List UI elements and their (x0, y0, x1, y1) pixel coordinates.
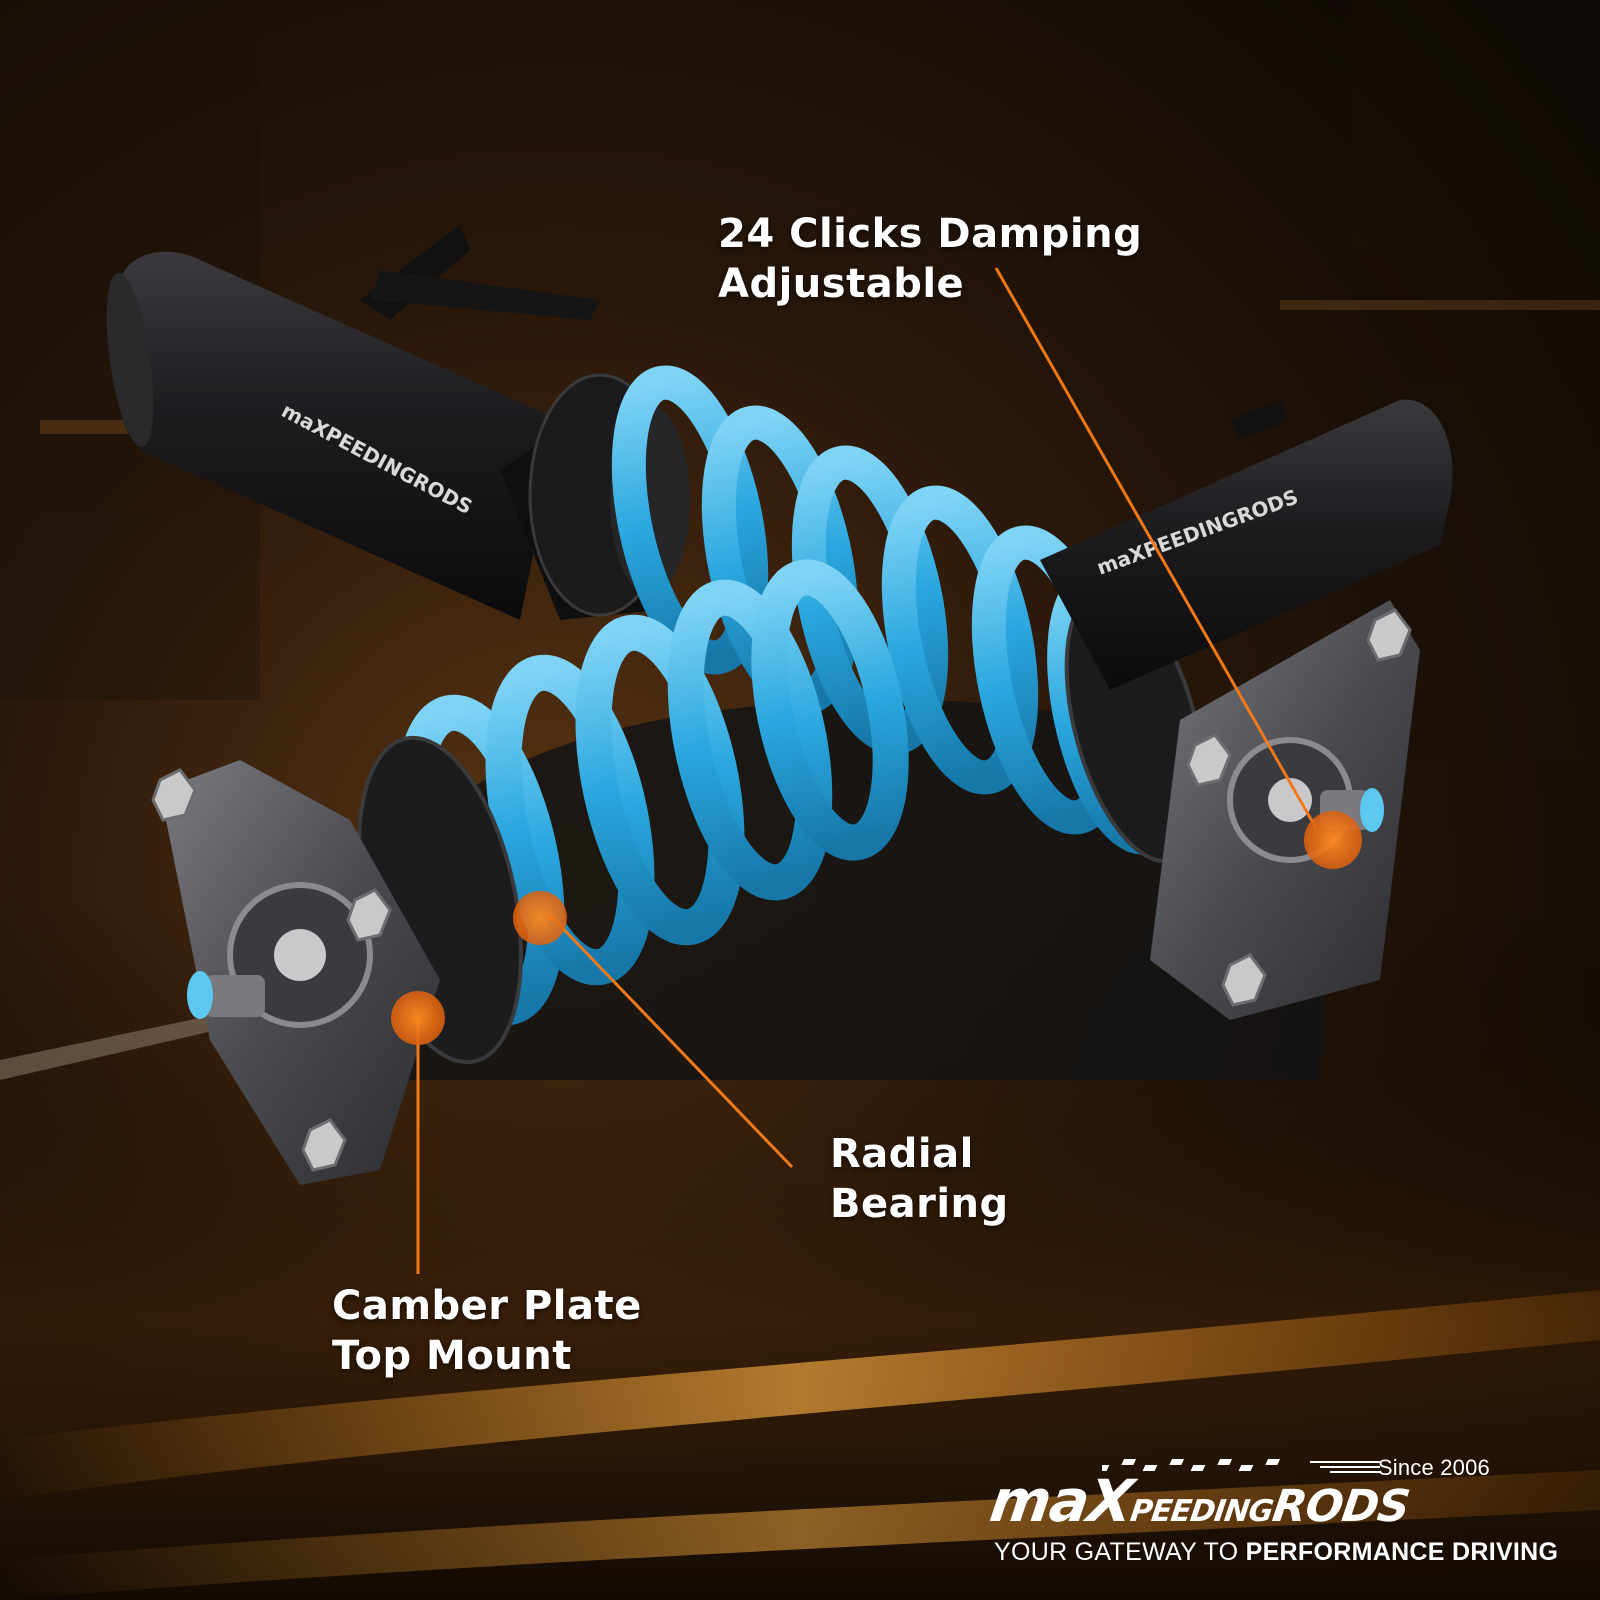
callout-damping: 24 Clicks Damping Adjustable (718, 209, 1142, 309)
callout-bearing-line2: Bearing (830, 1181, 1009, 1227)
logo-wordmark-ma: maX (985, 1467, 1137, 1535)
marker-damping (1304, 811, 1362, 869)
speed-lines-icon (1310, 1461, 1380, 1473)
logo-wordmark-peeding: PEEDING (1128, 1494, 1275, 1529)
callout-camber-line1: Camber Plate (332, 1283, 642, 1329)
logo-wordmark: maXPEEDINGRODS (986, 1467, 1413, 1538)
callout-damping-line2: Adjustable (718, 261, 965, 307)
logo-tagline: YOUR GATEWAY TO PERFORMANCE DRIVING (994, 1538, 1558, 1567)
logo-tagline-bold: PERFORMANCE DRIVING (1245, 1538, 1559, 1566)
marker-camber (391, 991, 445, 1045)
callout-camber-line2: Top Mount (332, 1333, 572, 1379)
checkered-flag-icon (1102, 1459, 1281, 1471)
callout-camber: Camber Plate Top Mount (332, 1281, 642, 1381)
leader-line-damping (994, 267, 1318, 829)
brand-logo: Since 2006 maXPEEDINGRODS YOUR GATEWAY T… (986, 1455, 1558, 1575)
callout-bearing-line1: Radial (830, 1131, 974, 1177)
logo-since: Since 2006 (1377, 1455, 1490, 1480)
leader-line-bearing (546, 911, 794, 1169)
logo-wordmark-rods: RODS (1269, 1481, 1413, 1532)
marker-bearing (513, 891, 567, 945)
logo-tagline-plain: YOUR GATEWAY TO (994, 1538, 1239, 1566)
callout-bearing: Radial Bearing (830, 1129, 1009, 1229)
callout-damping-line1: 24 Clicks Damping (718, 211, 1143, 257)
